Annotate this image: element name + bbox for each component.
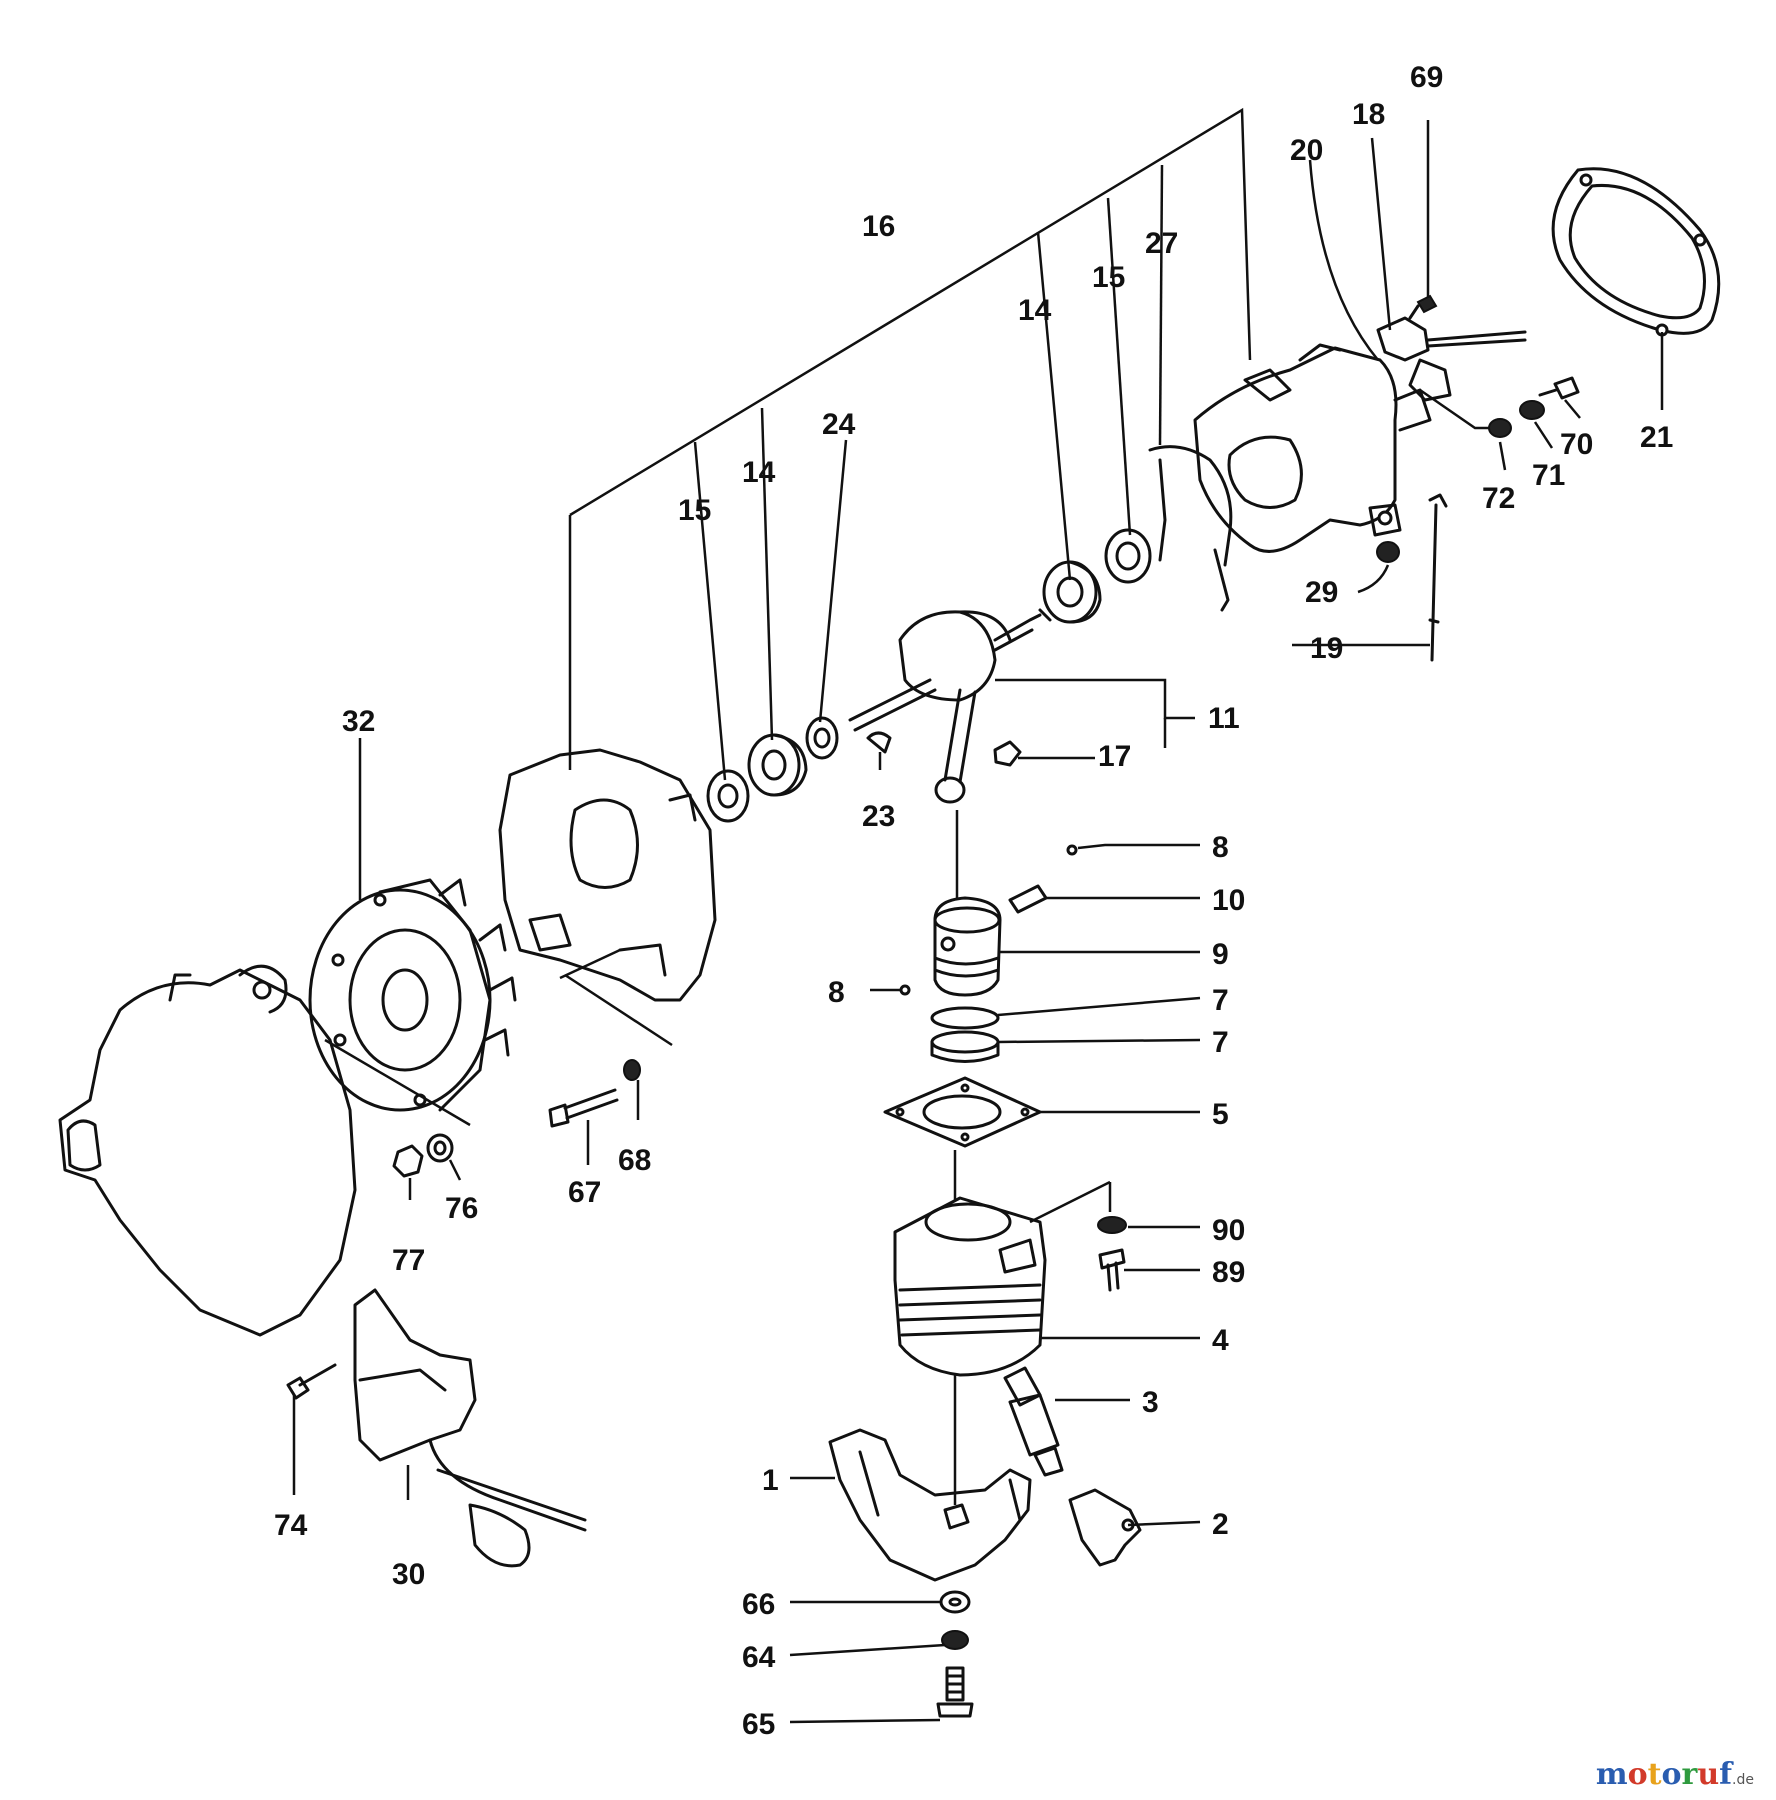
label-4: 4 — [1212, 1324, 1229, 1357]
part-72-seal — [1488, 418, 1512, 438]
part-10-piston-pin — [1008, 884, 1048, 914]
watermark-letter: o — [1627, 1757, 1648, 1792]
label-15-left: 15 — [678, 494, 711, 527]
watermark-letter: o — [1661, 1757, 1682, 1792]
label-23: 23 — [862, 800, 895, 833]
part-27-gasket — [1148, 445, 1233, 612]
part-16-crankcase-left — [498, 748, 717, 1002]
part-11-crankshaft — [848, 608, 1052, 732]
part-77-nut — [392, 1144, 424, 1178]
label-20: 20 — [1290, 134, 1323, 167]
label-90: 90 — [1212, 1214, 1245, 1247]
label-18: 18 — [1352, 98, 1385, 131]
part-66-washer — [939, 1590, 971, 1614]
motoruf-watermark: motoruf.de — [1596, 1757, 1754, 1792]
part-1-shield — [828, 1428, 1032, 1582]
label-27: 27 — [1145, 227, 1178, 260]
watermark-brand: motoruf — [1596, 1757, 1732, 1792]
label-7-lower: 7 — [1212, 1026, 1229, 1059]
label-29: 29 — [1305, 576, 1338, 609]
part-2-plug-cap — [1068, 1488, 1142, 1567]
label-64: 64 — [742, 1641, 776, 1674]
watermark-letter: t — [1647, 1757, 1662, 1792]
part-14-bearing-right — [1042, 560, 1102, 624]
part-74-screw — [286, 1363, 337, 1400]
part-15-seal-right — [1104, 528, 1152, 584]
part-7-piston-ring-lower — [930, 1030, 1000, 1063]
watermark-letter: r — [1681, 1757, 1698, 1792]
label-19: 19 — [1310, 632, 1343, 665]
label-32: 32 — [342, 705, 375, 738]
label-17: 17 — [1098, 740, 1131, 773]
assembly-lines — [292, 107, 1664, 1724]
label-9: 9 — [1212, 938, 1229, 971]
label-71: 71 — [1532, 459, 1565, 492]
label-68: 68 — [618, 1144, 651, 1177]
label-70: 70 — [1560, 428, 1593, 461]
part-30-ignition-coil — [353, 1288, 587, 1568]
part-89-screw — [1098, 1248, 1126, 1292]
part-18-fitting — [1376, 316, 1527, 402]
label-66: 66 — [742, 1588, 775, 1621]
part-29-nut — [1376, 541, 1400, 563]
watermark-letter: u — [1697, 1757, 1720, 1792]
part-14-bearing-left — [747, 733, 808, 797]
part-67-bolt — [548, 1088, 619, 1128]
label-2: 2 — [1212, 1508, 1229, 1541]
label-74: 74 — [274, 1509, 308, 1542]
part-64-lock-washer — [941, 1630, 969, 1650]
part-8-clip-upper — [1066, 844, 1078, 856]
label-14-left: 14 — [742, 456, 776, 489]
part-23-key — [866, 731, 892, 754]
label-72: 72 — [1482, 482, 1515, 515]
part-71-washer — [1519, 400, 1545, 420]
watermark-tld: .de — [1732, 1772, 1754, 1788]
label-10: 10 — [1212, 884, 1245, 917]
label-15-right: 15 — [1092, 261, 1125, 294]
label-76: 76 — [445, 1192, 478, 1225]
part-90-washer — [1097, 1216, 1127, 1234]
label-24: 24 — [822, 408, 856, 441]
part-65-screw — [936, 1666, 974, 1718]
part-4-cylinder — [893, 1196, 1047, 1377]
label-11: 11 — [1208, 702, 1240, 735]
label-65: 65 — [742, 1708, 775, 1741]
part-21-cover-gasket — [1551, 167, 1721, 337]
label-8-upper: 8 — [1212, 831, 1229, 864]
part-68-nut — [623, 1059, 641, 1081]
part-9-piston — [933, 896, 1002, 997]
label-5: 5 — [1212, 1098, 1229, 1131]
callout-labels: 69 18 20 16 27 15 14 24 21 70 71 14 72 1… — [274, 61, 1673, 1741]
part-69-screw — [1408, 294, 1438, 320]
part-70-bolt — [1538, 376, 1580, 400]
label-21: 21 — [1640, 421, 1673, 454]
label-7-upper: 7 — [1212, 984, 1229, 1017]
part-17-bearing — [993, 740, 1022, 767]
label-16: 16 — [862, 210, 895, 243]
part-20-crankcase-right — [1193, 343, 1432, 553]
part-76-washer — [426, 1133, 454, 1163]
part-15-seal-left — [706, 769, 750, 823]
part-11-connecting-rod — [934, 688, 977, 804]
part-3-spark-plug — [1003, 1366, 1064, 1477]
label-30: 30 — [392, 1558, 425, 1591]
part-19-rod — [1428, 493, 1448, 662]
label-89: 89 — [1212, 1256, 1245, 1289]
label-77: 77 — [392, 1244, 425, 1277]
part-8-clip-lower — [899, 984, 911, 996]
label-14-right: 14 — [1018, 294, 1052, 327]
part-32-flywheel — [308, 878, 517, 1112]
fan-housing — [58, 964, 357, 1337]
label-69: 69 — [1410, 61, 1443, 94]
watermark-letter: f — [1719, 1757, 1733, 1792]
label-8-lower: 8 — [828, 976, 845, 1009]
label-1: 1 — [762, 1464, 779, 1497]
part-7-piston-ring-upper — [930, 1006, 1000, 1030]
part-24-washer — [805, 716, 839, 760]
label-67: 67 — [568, 1176, 601, 1209]
part-5-cylinder-gasket — [883, 1076, 1042, 1148]
label-3: 3 — [1142, 1386, 1159, 1419]
watermark-letter: m — [1595, 1757, 1628, 1792]
